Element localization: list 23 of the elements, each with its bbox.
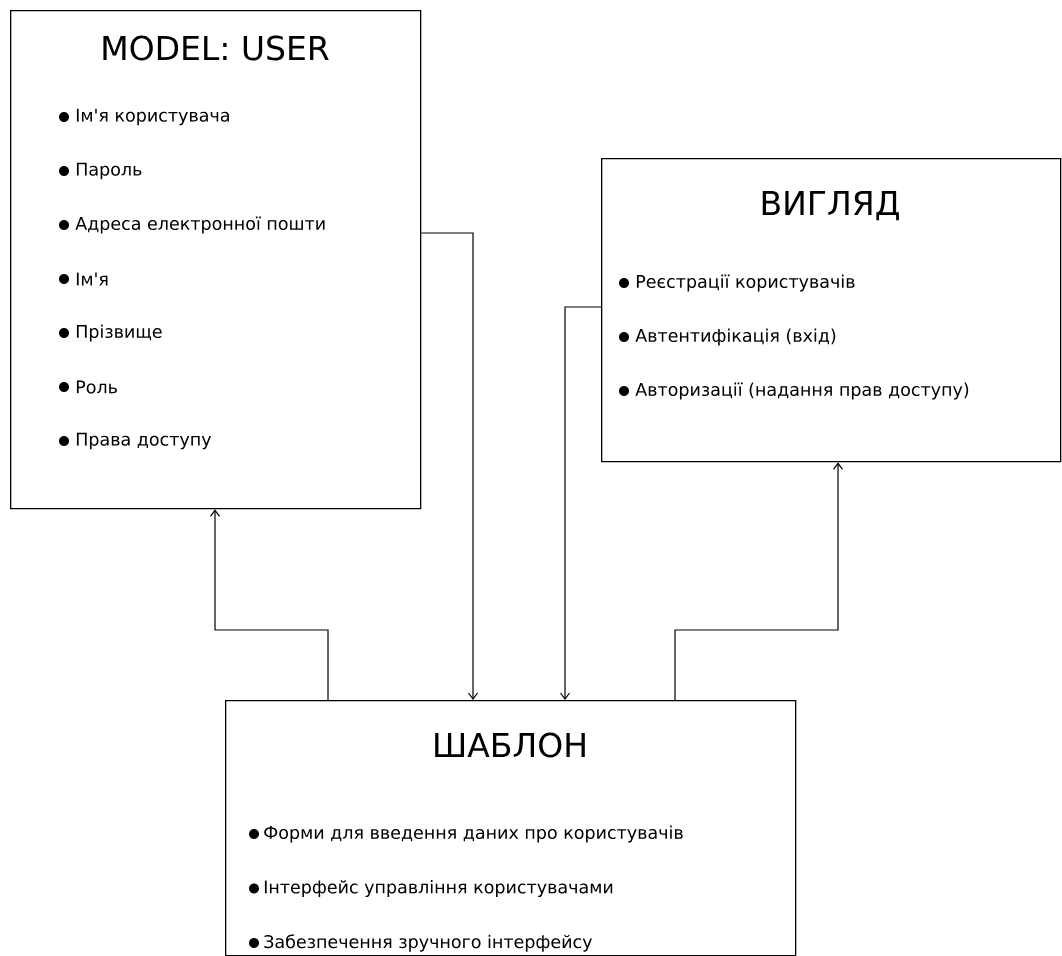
list-item: Прізвище (59, 324, 162, 342)
box-heading: MODEL: USER (103, 35, 329, 61)
arrow (559, 306, 602, 700)
list-item: Адреса електронної пошти (59, 216, 325, 234)
list-box (601, 158, 1062, 463)
list-item: Реєстрації користувачів (619, 274, 855, 292)
list-item: Забезпечення зручного інтерфейсу (249, 934, 592, 952)
list-box (10, 10, 422, 510)
box-heading: ВИГЛЯД (762, 190, 899, 221)
list-item: Ім'я користувача (59, 108, 229, 126)
box-heading: ШАБЛОН (435, 732, 585, 758)
list-item: Роль (59, 380, 117, 394)
list-item: Авторизації (надання прав доступу) (619, 382, 969, 400)
list-item: Права доступу (59, 432, 212, 450)
arrow (420, 232, 479, 700)
arrow (209, 509, 329, 701)
list-item: Інтерфейс управління користувачами (249, 880, 613, 897)
list-box (225, 700, 797, 956)
list-item: Ім'я (59, 272, 108, 286)
arrow (674, 462, 844, 701)
list-item: Форми для введення даних про користувачів (249, 825, 683, 843)
list-item: Пароль (59, 162, 142, 180)
list-item: Автентифікація (вхід) (619, 328, 836, 346)
